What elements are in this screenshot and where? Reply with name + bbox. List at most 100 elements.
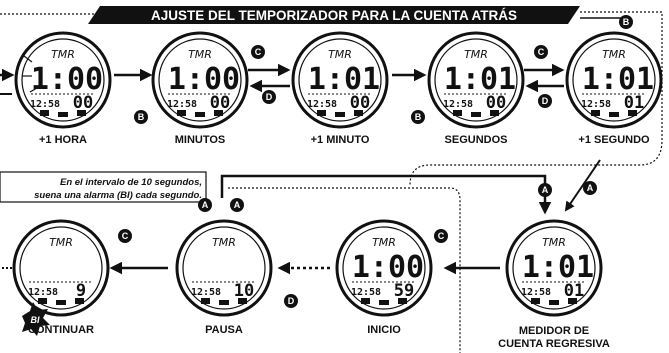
watch-mode-label: TMR bbox=[602, 48, 626, 61]
watch-button-left bbox=[531, 298, 540, 304]
watch-button-right bbox=[354, 110, 363, 116]
button-b-badge: B bbox=[134, 110, 148, 124]
watch-sub-time: 12:58 bbox=[351, 287, 381, 298]
svg-text:B: B bbox=[623, 17, 630, 27]
watch-main-digits: 1:00 bbox=[352, 250, 424, 285]
watch-button-right bbox=[490, 110, 499, 116]
button-c-badge: C bbox=[534, 45, 548, 59]
watch-button-right bbox=[214, 110, 223, 116]
alarm-note: En el intervalo de 10 segundos, suena un… bbox=[0, 171, 207, 203]
button-b-badge: B bbox=[411, 110, 425, 124]
watch-mode-label: TMR bbox=[51, 48, 75, 61]
watch-sub-time: 12:58 bbox=[191, 287, 221, 298]
button-badges: A A A A B B B C C C C D D D bbox=[118, 15, 633, 308]
watch-sub-value: 59 bbox=[394, 281, 414, 301]
watch-mode-label: TMR bbox=[372, 236, 396, 249]
svg-text:C: C bbox=[122, 231, 129, 241]
watch-sub-value: 00 bbox=[486, 93, 506, 113]
watch-sub-value: 00 bbox=[73, 93, 93, 113]
watch-button-right bbox=[628, 110, 637, 116]
alarm-note-line1: En el intervalo de 10 segundos, bbox=[60, 177, 202, 188]
svg-text:A: A bbox=[587, 183, 594, 193]
watch-button-left bbox=[317, 110, 326, 116]
watch-button-mid bbox=[219, 300, 229, 305]
bi-label: BI bbox=[31, 315, 40, 325]
watch-label: PAUSA bbox=[205, 324, 243, 336]
watch-main-digits: 1:01 bbox=[582, 62, 654, 97]
watch-button-right bbox=[398, 298, 407, 304]
row2-arrows bbox=[0, 159, 601, 275]
watch-mode-label: TMR bbox=[464, 48, 488, 61]
watch-button-left bbox=[177, 110, 186, 116]
watch-main-digits: 1:00 bbox=[31, 62, 103, 97]
watch-face bbox=[21, 38, 105, 122]
svg-text:D: D bbox=[266, 92, 273, 102]
watch-button-mid bbox=[471, 112, 481, 117]
watch-main-digits: 1:01 bbox=[308, 62, 380, 97]
watch-sub-time: 12:58 bbox=[30, 99, 60, 110]
svg-text:D: D bbox=[288, 296, 295, 306]
watch-button-mid bbox=[379, 300, 389, 305]
diagram-title: AJUSTE DEL TEMPORIZADOR PARA LA CUENTA A… bbox=[151, 8, 517, 23]
svg-text:A: A bbox=[234, 200, 241, 210]
svg-text:A: A bbox=[202, 200, 209, 210]
watch-label: CONTINUAR bbox=[28, 324, 94, 336]
watch-face bbox=[158, 38, 242, 122]
watch-button-mid bbox=[58, 112, 68, 117]
watch-face bbox=[434, 38, 518, 122]
watch-sub-time: 12:58 bbox=[581, 99, 611, 110]
watch-button-left bbox=[40, 110, 49, 116]
svg-text:D: D bbox=[542, 96, 549, 106]
watch-button-mid bbox=[56, 300, 66, 305]
flash-rays-hora bbox=[22, 55, 38, 93]
watch-button-mid bbox=[549, 300, 559, 305]
watch-face bbox=[19, 226, 103, 310]
svg-text:A: A bbox=[542, 185, 549, 195]
watch-mode-label: TMR bbox=[49, 236, 73, 249]
watch-sub-time: 12:58 bbox=[28, 287, 58, 298]
svg-text:C: C bbox=[438, 231, 445, 241]
button-c-badge: C bbox=[251, 45, 265, 59]
button-d-badge: D bbox=[538, 94, 552, 108]
watch-button-right bbox=[238, 298, 247, 304]
watch-main-digits: 1:01 bbox=[522, 250, 594, 285]
svg-text:B: B bbox=[138, 112, 145, 122]
watch-button-mid bbox=[195, 112, 205, 117]
watch-main-digits: 1:01 bbox=[444, 62, 516, 97]
watch-mode-label: TMR bbox=[212, 236, 236, 249]
watch-sub-time: 12:58 bbox=[167, 99, 197, 110]
watch-button-left bbox=[453, 110, 462, 116]
watch-button-right bbox=[568, 298, 577, 304]
watch-sub-time: 12:58 bbox=[443, 99, 473, 110]
title-banner: AJUSTE DEL TEMPORIZADOR PARA LA CUENTA A… bbox=[88, 6, 580, 24]
watch-button-left bbox=[201, 298, 210, 304]
button-d-badge: D bbox=[284, 294, 298, 308]
watch-sub-time: 12:58 bbox=[307, 99, 337, 110]
watch-sub-value: 9 bbox=[76, 281, 86, 301]
button-a-badge: A bbox=[538, 183, 552, 197]
watch-button-mid bbox=[335, 112, 345, 117]
a-loop-line bbox=[220, 174, 552, 215]
watch-label-2: CUENTA REGRESIVA bbox=[498, 338, 610, 350]
watch-mode-label: TMR bbox=[328, 48, 352, 61]
watch-face bbox=[182, 226, 266, 310]
svg-text:B: B bbox=[415, 112, 422, 122]
button-a-badge: A bbox=[583, 181, 597, 195]
watch-face bbox=[298, 38, 382, 122]
watch-sub-value: 00 bbox=[210, 93, 230, 113]
watch-sub-value: 01 bbox=[564, 281, 584, 301]
watch-button-mid bbox=[609, 112, 619, 117]
watch-sub-time: 12:58 bbox=[521, 287, 551, 298]
arrow-segundo-medidor bbox=[564, 159, 601, 212]
watch-button-right bbox=[77, 110, 86, 116]
watch-face bbox=[342, 226, 426, 310]
svg-text:C: C bbox=[255, 47, 262, 57]
